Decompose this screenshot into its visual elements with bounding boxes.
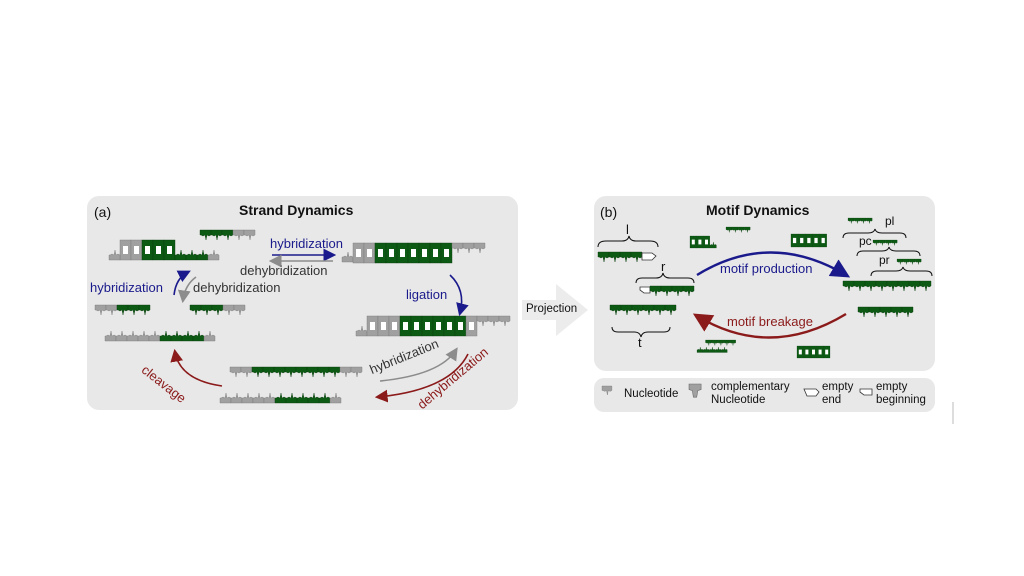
empty-end-icon [803, 388, 820, 397]
complementary-nucleotide-icon [688, 383, 702, 398]
label-hybridization-top: hybridization [270, 236, 343, 251]
strand-complex-middle-left [94, 304, 246, 342]
bracket-label-pl: pl [885, 214, 895, 228]
arrow-ligation [449, 274, 469, 317]
panel-b-label: (b) [600, 204, 618, 220]
arrow-hybridization-bottom [379, 347, 458, 382]
bracket-label-l: l [626, 222, 629, 237]
legend-panel [594, 378, 935, 412]
arrow-motif-production [696, 251, 851, 278]
projection-label: Projection [526, 303, 578, 315]
empty-beginning-r [639, 286, 651, 294]
panel-b-title: Motif Dynamics [706, 202, 810, 218]
bracket-l [597, 235, 659, 248]
panel-a-label: (a) [94, 204, 112, 220]
arrow-motif-breakage [692, 312, 847, 339]
bracket-pc [856, 246, 921, 257]
legend-empty-beginning-label: empty beginning [876, 381, 926, 406]
nucleotide-icon [601, 385, 613, 396]
bracket-label-t: t [638, 335, 642, 350]
bracket-label-pc: pc [859, 234, 872, 248]
arrow-dehybridization-bottom [374, 353, 469, 403]
strand-complex-bottom [219, 366, 363, 404]
label-dehybridization-top: dehybridization [240, 263, 328, 278]
label-motif-breakage: motif breakage [727, 314, 813, 329]
legend-empty-end-label: empty end [822, 381, 854, 406]
label-ligation: ligation [406, 287, 448, 302]
bracket-pr [870, 266, 933, 277]
bracket-r [635, 272, 695, 284]
bracket-t [611, 326, 671, 338]
bracket-pl [842, 228, 907, 239]
projection-arrow [522, 284, 588, 336]
label-dehybridization-left: dehybridization [193, 280, 281, 295]
strand-complex-middle-right [355, 315, 511, 337]
arrow-dehybridization-left [177, 276, 197, 304]
label-hybridization-left: hybridization [90, 280, 163, 295]
legend-complementary-label: complementary Nucleotide [711, 381, 790, 406]
bracket-label-r: r [661, 259, 666, 274]
empty-beginning-icon [859, 388, 873, 396]
empty-end-l [641, 252, 657, 261]
legend-nucleotide-label: Nucleotide [624, 388, 679, 400]
arrow-cleavage [170, 348, 223, 387]
strand-complex-top-right [341, 242, 486, 264]
strand-complex-top-left [108, 229, 256, 261]
panel-a-title: Strand Dynamics [239, 202, 354, 218]
label-motif-production: motif production [720, 261, 813, 276]
arrow-hybridization-left [173, 270, 191, 296]
bracket-label-pr: pr [879, 253, 890, 267]
